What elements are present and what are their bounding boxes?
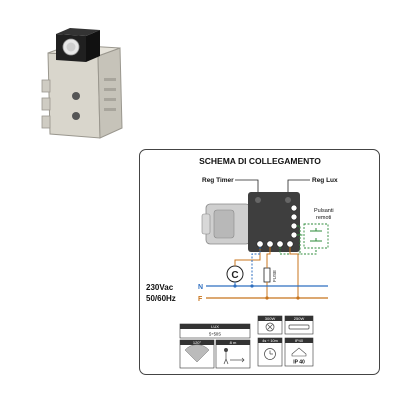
load-symbol: C xyxy=(226,265,244,283)
device-wiring xyxy=(234,247,299,298)
device-module xyxy=(248,192,300,252)
product-photo xyxy=(41,28,123,139)
power-incandescent: 300W xyxy=(265,316,276,321)
detection-angle-icon xyxy=(184,344,210,363)
spec-icons: LUX 5÷50S 120° 8 m xyxy=(179,315,314,369)
button-wiring xyxy=(279,225,317,255)
lux-spec: LUX 5÷50S xyxy=(179,323,251,339)
timer-range: 4s ÷ 10m xyxy=(262,339,278,343)
lux-label: LUX xyxy=(211,324,219,329)
remote-buttons: Pulsanti remoti xyxy=(303,208,334,249)
ip-rating-spec: IP40 IP 40 xyxy=(284,337,314,367)
wiring-diagram: SCHEMA DI COLLEGAMENTO Reg Timer Reg Lux xyxy=(146,156,338,369)
load-symbol-label: C xyxy=(231,270,238,281)
device-side-view xyxy=(201,203,251,245)
power-fluorescent: 250W xyxy=(294,316,305,321)
remote-buttons-label-2: remoti xyxy=(316,215,331,221)
reg-timer-label: Reg Timer xyxy=(202,177,234,184)
power-fluorescent-spec: 250W xyxy=(284,315,314,335)
fuse-label: FUSE xyxy=(272,270,277,282)
detection-spec: 120° 8 m xyxy=(179,339,251,369)
neutral-label: N xyxy=(198,284,203,291)
diagram-title: SCHEMA DI COLLEGAMENTO xyxy=(199,156,321,166)
reg-lux-label: Reg Lux xyxy=(312,177,338,184)
lux-range: 5÷50S xyxy=(209,332,221,337)
fuse: FUSE xyxy=(263,267,277,283)
person-distance-icon xyxy=(223,348,245,365)
timer-spec: 4s ÷ 10m xyxy=(257,337,283,367)
reg-timer-pointer xyxy=(235,179,259,192)
supply-frequency: 50/60Hz xyxy=(146,294,176,303)
clock-icon xyxy=(264,348,276,360)
wiring-diagram-card: SCHEMA DI COLLEGAMENTO Reg Timer Reg Lux xyxy=(139,149,380,375)
house-icon xyxy=(291,347,307,357)
detection-angle: 120° xyxy=(193,340,202,345)
detection-distance: 8 m xyxy=(230,340,237,345)
power-incandescent-spec: 300W xyxy=(257,315,283,335)
remote-buttons-label-1: Pulsanti xyxy=(314,208,334,214)
ip-value: IP 40 xyxy=(293,360,305,366)
bulb-icon xyxy=(265,322,275,332)
ip-label: IP40 xyxy=(295,338,304,343)
phase-label: F xyxy=(198,296,203,303)
reg-lux-pointer xyxy=(287,179,310,192)
supply-voltage: 230Vac xyxy=(146,283,174,292)
fluorescent-tube-icon xyxy=(288,324,310,330)
